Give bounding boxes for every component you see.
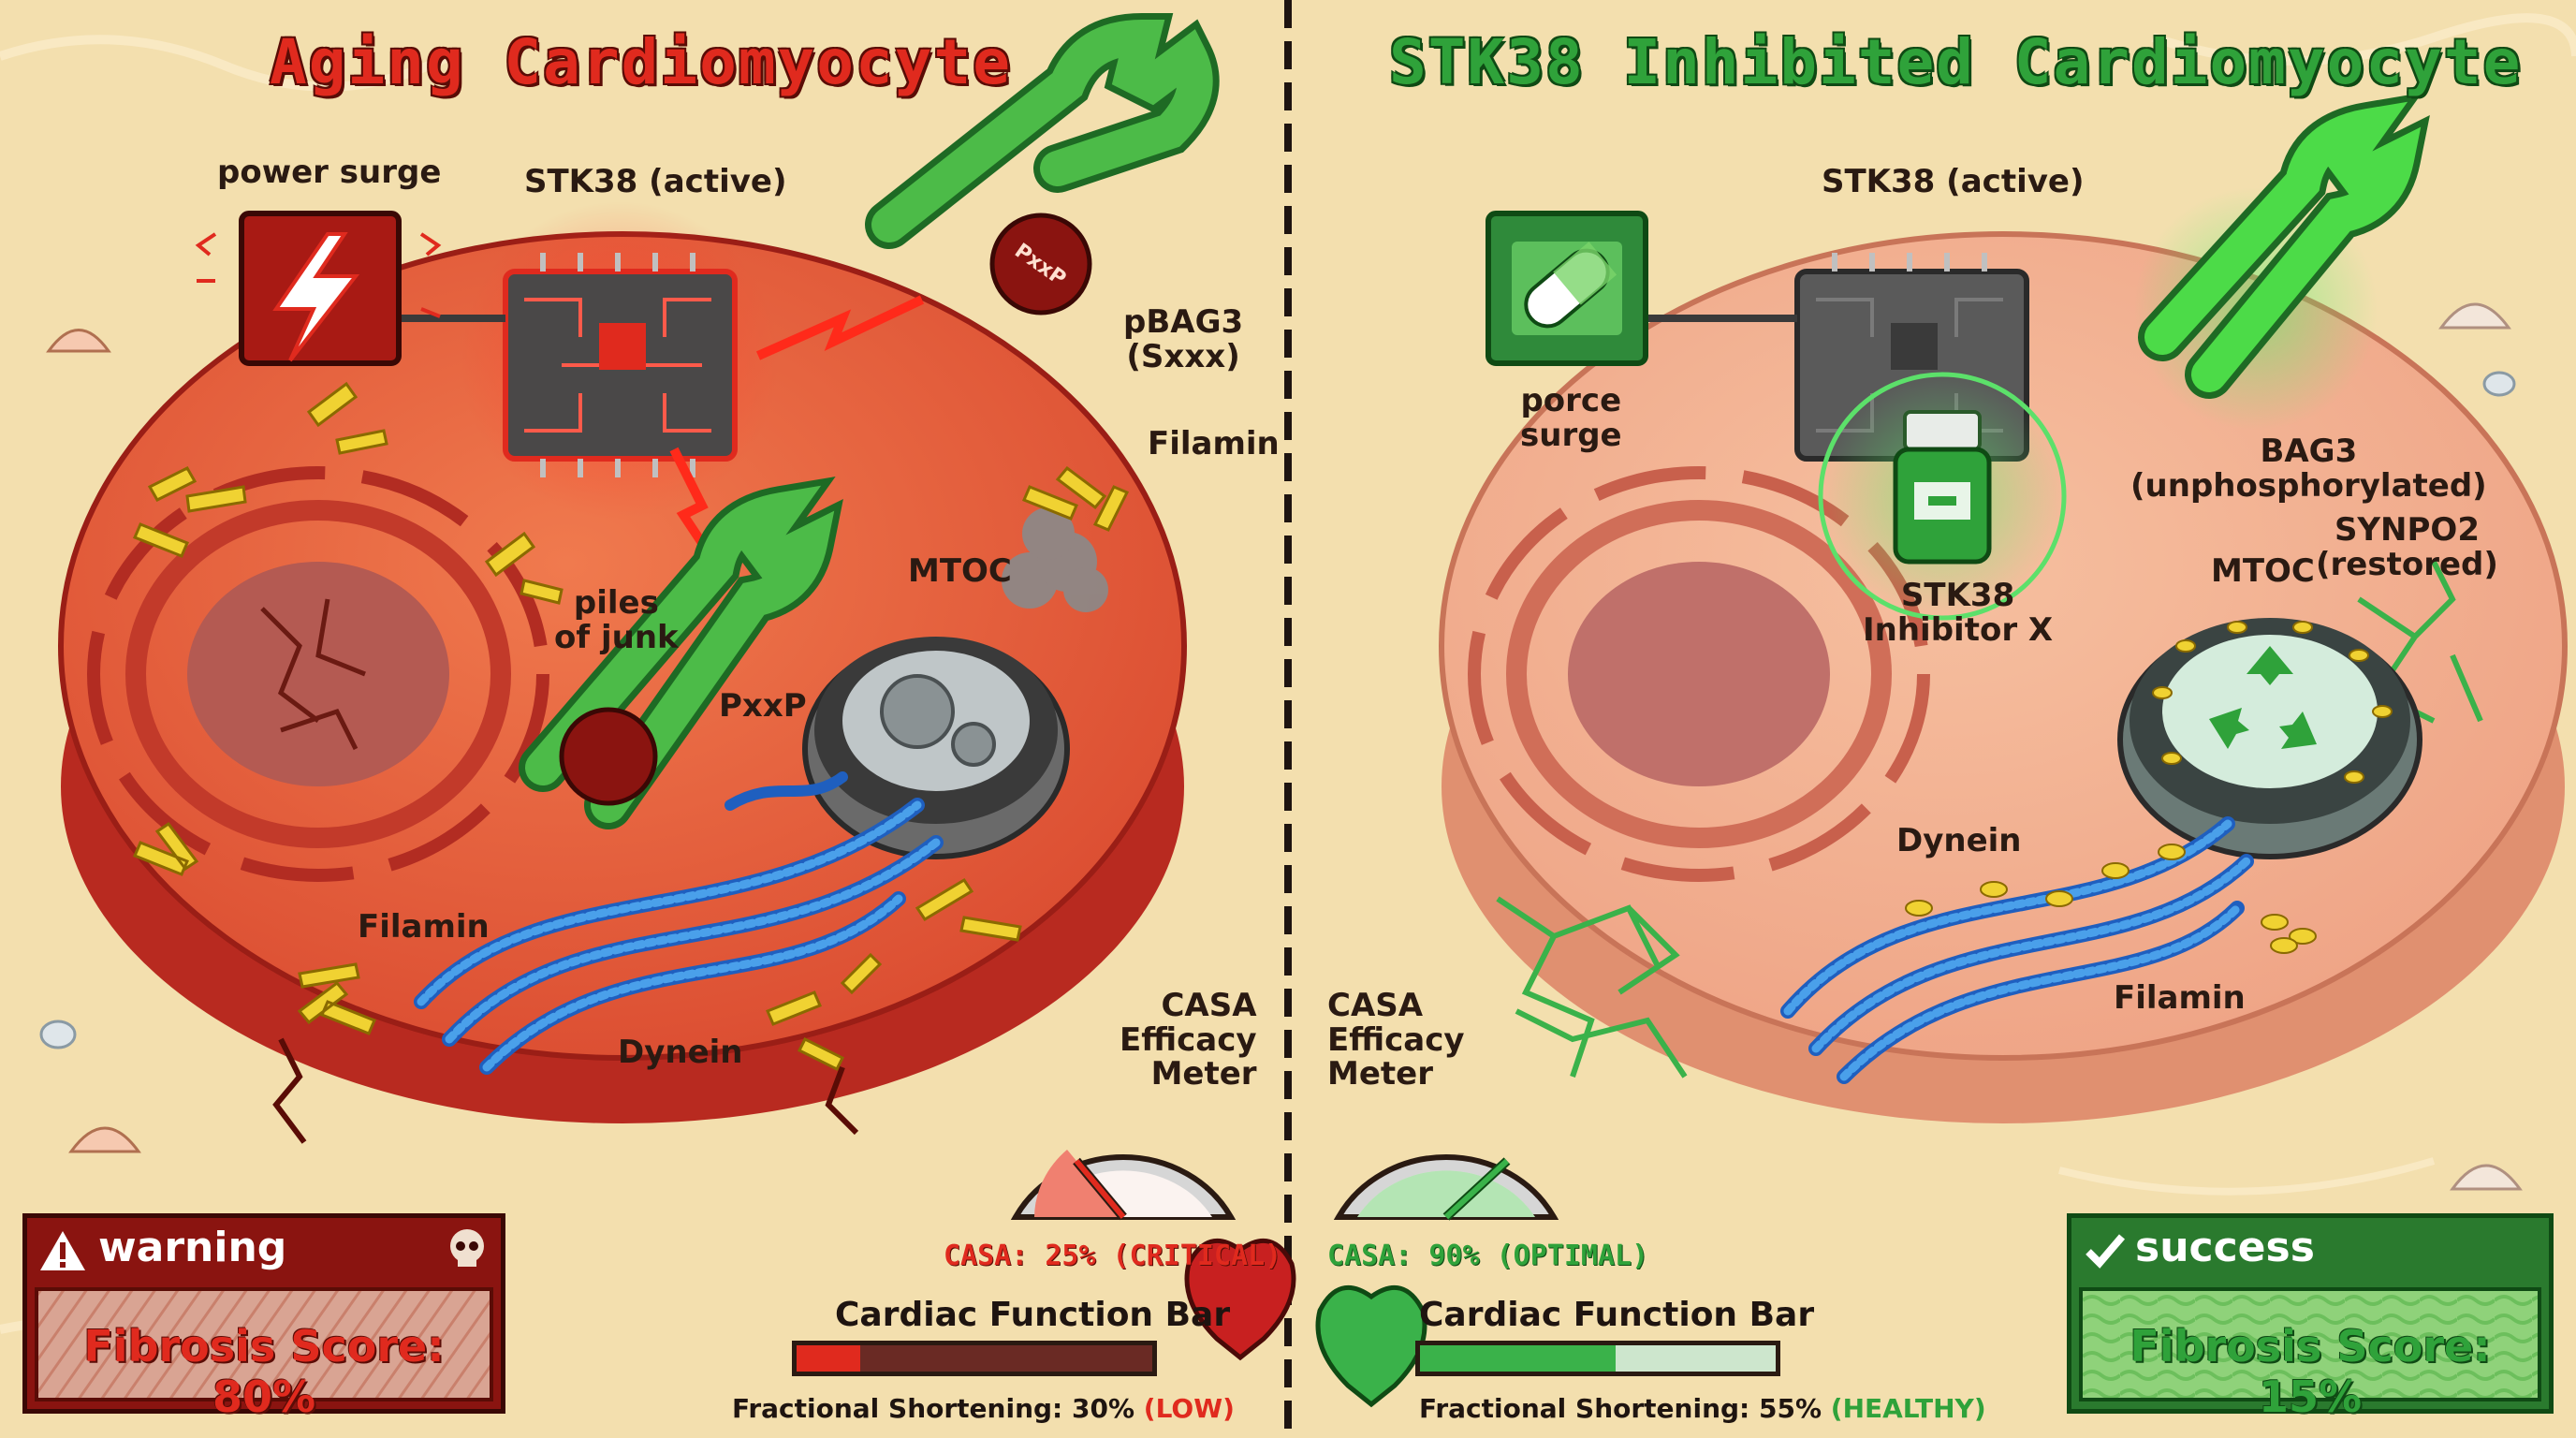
lightning-icon [195, 211, 442, 366]
cardiac-function-bar-left [792, 1341, 1157, 1376]
label-synpo2: SYNPO2 (restored) [2316, 511, 2498, 583]
gear-icon [880, 674, 996, 767]
label-pxxp: PxxP [719, 687, 807, 725]
casa-value-right: CASA: 90% [1327, 1240, 1480, 1272]
left-title: Aging Cardiomyocyte [270, 26, 1012, 98]
checkmark-icon [2085, 1231, 2126, 1269]
label-inhibitor: STK38 Inhibitor X [1863, 577, 2054, 649]
smoke-puff [1002, 507, 1108, 612]
fractional-shortening-left: Fractional Shortening: 30% (LOW) [732, 1393, 1235, 1424]
zap-bolt [755, 295, 925, 360]
mtoc-healthy [2117, 618, 2422, 859]
scratch-hatch [38, 1291, 490, 1398]
mtoc-broken [802, 507, 1108, 859]
wrench-icon: PxxP [865, 12, 1220, 315]
label-power-surge: power surge [217, 154, 442, 191]
fibrosis-score-left: Fibrosis Score: 80% [83, 1321, 445, 1422]
fs-value-right: Fractional Shortening: 55% [1419, 1393, 1822, 1424]
label-porce-surge: porce surge [1520, 382, 1622, 454]
label-casa-meter-left: CASA Efficacy Meter [1120, 987, 1257, 1093]
recycle-icon [2209, 646, 2317, 749]
casa-value-left: CASA: 25% [944, 1240, 1096, 1272]
success-tag: success [2135, 1224, 2315, 1271]
pill-icon [1486, 211, 1648, 366]
skull-icon [446, 1227, 488, 1270]
casa-status-right: (OPTIMAL) [1496, 1240, 1649, 1272]
fibrosis-score-right: Fibrosis Score: 15% [2130, 1321, 2491, 1422]
success-panel: success Fibrosis Score: 15% [2067, 1213, 2554, 1422]
casa-gauge-optimal [1333, 1153, 1559, 1221]
vial-icon [1818, 372, 2067, 621]
fs-status-right: (HEALTHY) [1830, 1393, 1986, 1424]
casa-status-left: (CRITICAL) [1112, 1240, 1282, 1272]
label-stk38-active: STK38 (active) [524, 163, 787, 200]
fractional-shortening-right: Fractional Shortening: 55% (HEALTHY) [1419, 1393, 1986, 1424]
casa-gauge-critical [1010, 1150, 1237, 1221]
label-filamin-bottom: Filamin [358, 908, 490, 946]
seashell-icon [39, 302, 2523, 1191]
warning-triangle-icon [38, 1229, 87, 1272]
warning-panel: warning Fibrosis Score: 80% [22, 1213, 505, 1422]
dynein-filaments [414, 771, 944, 1075]
label-piles-of-junk: piles of junk [554, 584, 679, 656]
label-stk38-active-right: STK38 (active) [1822, 163, 2085, 200]
cardiac-bar-fill-right [1420, 1345, 1616, 1372]
fs-value-left: Fractional Shortening: 30% [732, 1393, 1135, 1424]
label-dynein-left: Dynein [618, 1034, 743, 1071]
dynein-filaments-cargo [1780, 816, 2317, 1084]
fibrosis-score-box-right: Fibrosis Score: 15% [2079, 1287, 2541, 1422]
cardiac-bar-fill-left [797, 1345, 861, 1372]
cardiac-bar-label-left: Cardiac Function Bar [835, 1296, 1231, 1334]
wrench-icon [2134, 93, 2430, 431]
warning-tag: warning [98, 1224, 287, 1271]
wave-pattern [2083, 1291, 2538, 1398]
nucleus-damaged [87, 466, 549, 882]
cardiac-bar-label-right: Cardiac Function Bar [1419, 1296, 1815, 1334]
cardiac-function-bar-right [1415, 1341, 1780, 1376]
label-dynein-right: Dynein [1896, 822, 2022, 859]
stk38-chip-active [461, 201, 779, 520]
label-filamin-top: Filamin [1148, 425, 1280, 462]
label-bag3: BAG3 (unphosphorylated) [2130, 433, 2487, 505]
label-mtoc-left: MTOC [908, 552, 1012, 590]
nucleus-healthy [1468, 466, 1930, 882]
label-casa-meter-right: CASA Efficacy Meter [1327, 987, 1465, 1093]
heart-icon [1315, 1285, 1427, 1408]
fibrosis-score-box-left: Fibrosis Score: 80% [35, 1287, 493, 1422]
label-mtoc-right: MTOC [2211, 552, 2315, 590]
heart-icon [1184, 1239, 1296, 1361]
casa-readout-left: CASA: 25% (CRITICAL) [944, 1240, 1281, 1272]
casa-readout-right: CASA: 90% (OPTIMAL) [1327, 1240, 1648, 1272]
label-filamin-right: Filamin [2114, 979, 2246, 1017]
right-title: STK38 Inhibited Cardiomyocyte [1389, 26, 2523, 98]
label-pbag3: pBAG3 (Sxxx) [1123, 303, 1244, 375]
junk-piles [133, 381, 1130, 1072]
synpo2-mesh [1496, 560, 2483, 1078]
fs-status-left: (LOW) [1143, 1393, 1235, 1424]
wrench-icon [519, 477, 843, 829]
